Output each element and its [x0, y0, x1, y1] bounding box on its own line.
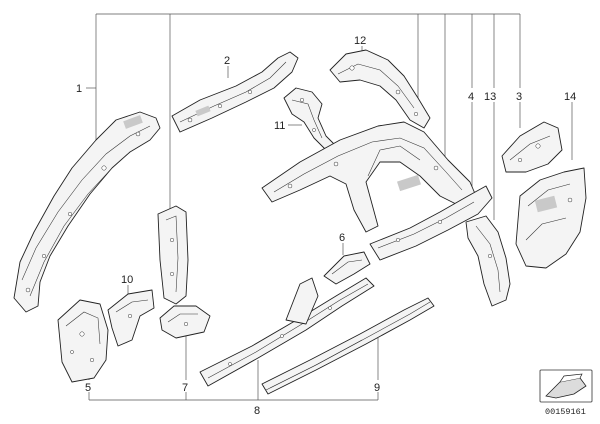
callout-2: 2 [224, 55, 230, 67]
part-side-frame-inner [261, 121, 477, 233]
callout-11: 11 [274, 120, 285, 132]
callout-4: 4 [468, 91, 474, 103]
part-7-pillar-foot [159, 305, 211, 339]
leader-lines [86, 13, 573, 401]
part-9-rocker-panel [261, 297, 435, 395]
part-b-pillar-lower [157, 205, 189, 305]
callout-13: 13 [484, 91, 496, 103]
part-10-lower-bracket [107, 289, 155, 347]
part-12-c-pillar-bracket [329, 49, 431, 129]
callout-6: 6 [339, 232, 345, 244]
part-sill-inner [199, 277, 375, 387]
part-6-reinforcement [323, 251, 371, 285]
part-14-wheel-arch [515, 167, 587, 269]
part-13-rear-pillar-lower [465, 215, 511, 307]
sheet-metal-part-icon [539, 369, 593, 403]
callout-8: 8 [254, 405, 260, 417]
callout-12: 12 [354, 35, 366, 47]
callout-1: 1 [76, 83, 82, 95]
callout-5: 5 [85, 382, 91, 394]
callout-10: 10 [121, 274, 133, 286]
callout-9: 9 [374, 382, 380, 394]
reference-number: 00159161 [545, 407, 586, 417]
part-4-rear-connector [369, 185, 493, 261]
part-2-roof-rail [171, 51, 299, 133]
callout-labels: 1 2 12 11 4 13 3 14 6 10 5 7 9 8 [76, 35, 576, 417]
part-11-b-pillar-reinforcement [283, 87, 337, 151]
part-1-a-pillar-inner [13, 111, 161, 313]
part-3-small-bracket [501, 121, 563, 173]
callout-7: 7 [182, 382, 188, 394]
part-5-footwell-panel [57, 299, 109, 383]
callout-3: 3 [516, 91, 522, 103]
callout-14: 14 [564, 91, 576, 103]
